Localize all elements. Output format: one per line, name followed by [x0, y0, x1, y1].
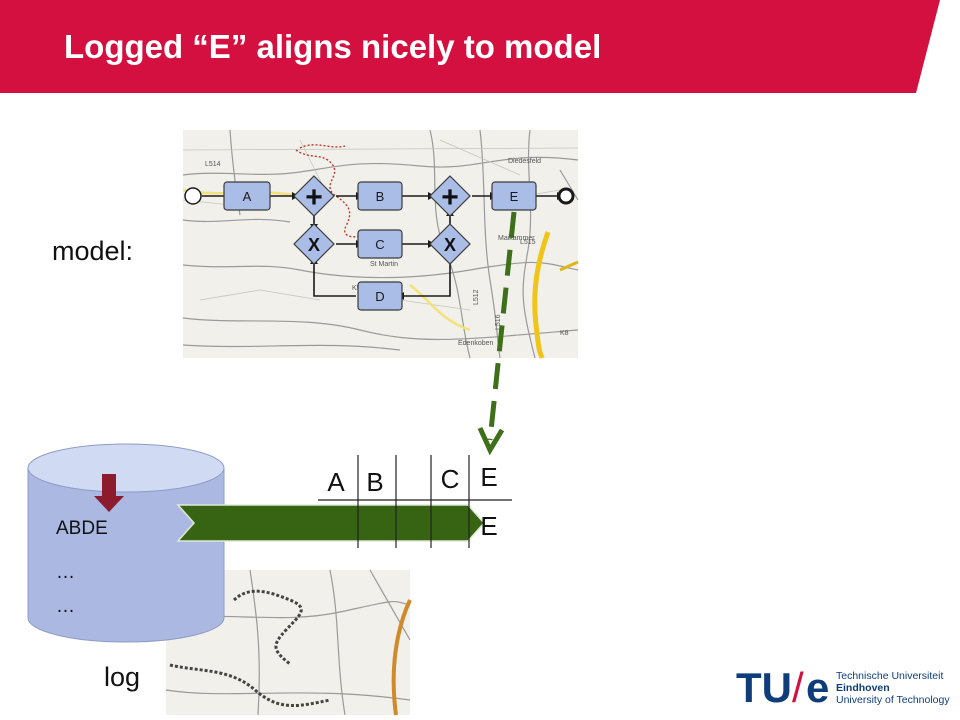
map-label: Edenkoben: [458, 340, 494, 347]
task-e-label: E: [510, 189, 519, 204]
alignment-log-move: B: [366, 467, 383, 497]
task-b: B: [357, 181, 403, 211]
logo-line-2: Eindhoven: [836, 682, 890, 694]
log-label: log: [104, 662, 141, 692]
tue-logo: TU / e: [736, 664, 829, 708]
log-trace-ellipsis: …: [56, 562, 75, 583]
task-a: A: [223, 181, 271, 211]
alignment-log-move: C: [441, 464, 460, 494]
task-b-label: B: [376, 189, 385, 204]
map-label: St Martin: [370, 261, 398, 268]
logo-line-3: University of Technology: [836, 694, 950, 706]
task-d-label: D: [375, 289, 384, 304]
log-trace-ellipsis: …: [56, 596, 75, 617]
header-banner: [0, 0, 940, 93]
arrow-down-icon: [94, 474, 124, 512]
task-e: E: [491, 181, 537, 211]
parallel-join-gateway: +: [429, 175, 471, 217]
alignment-model-move: E: [480, 511, 497, 541]
map-label: L516: [495, 314, 502, 330]
map-label: L512: [473, 289, 480, 305]
start-event: [184, 187, 202, 205]
x-icon: X: [444, 235, 456, 255]
plus-icon: +: [305, 181, 323, 214]
model-flows: [202, 195, 557, 297]
logo-line-1: Technische Universiteit: [836, 670, 944, 682]
exclusive-join-gateway: X: [429, 223, 471, 265]
map-label: Maikammer: [498, 235, 535, 242]
map-label: K5: [352, 285, 361, 292]
parallel-split-gateway: +: [293, 175, 335, 217]
model-label: model:: [52, 236, 134, 266]
logo-mark-e: e: [806, 664, 829, 708]
task-d: D: [357, 281, 403, 311]
logo-mark-slash: /: [792, 664, 804, 708]
x-icon: X: [308, 235, 320, 255]
header-background: [0, 0, 940, 93]
dashed-alignment-arrow: [477, 211, 517, 456]
logo-mark-tu: TU: [736, 664, 792, 708]
end-event: [557, 187, 575, 205]
task-a-label: A: [243, 189, 252, 204]
exclusive-split-gateway: X: [293, 223, 335, 265]
arrow-right-icon: [176, 504, 486, 542]
alignment-log-move: A: [327, 467, 345, 497]
alignment-table: A B C E E: [318, 455, 512, 548]
database-cylinder-icon: [27, 443, 225, 643]
plus-icon: +: [441, 181, 459, 214]
map-label: L515: [520, 239, 536, 246]
map-label: K8: [560, 330, 569, 337]
alignment-log-move: E: [480, 462, 497, 492]
task-c-label: C: [375, 237, 384, 252]
log-trace: ABDE: [56, 518, 108, 539]
map-label: L514: [205, 161, 221, 168]
task-c: C: [357, 229, 403, 259]
map-label: Diedesfeld: [508, 158, 541, 165]
slide-title: Logged “E” aligns nicely to model: [64, 28, 602, 65]
